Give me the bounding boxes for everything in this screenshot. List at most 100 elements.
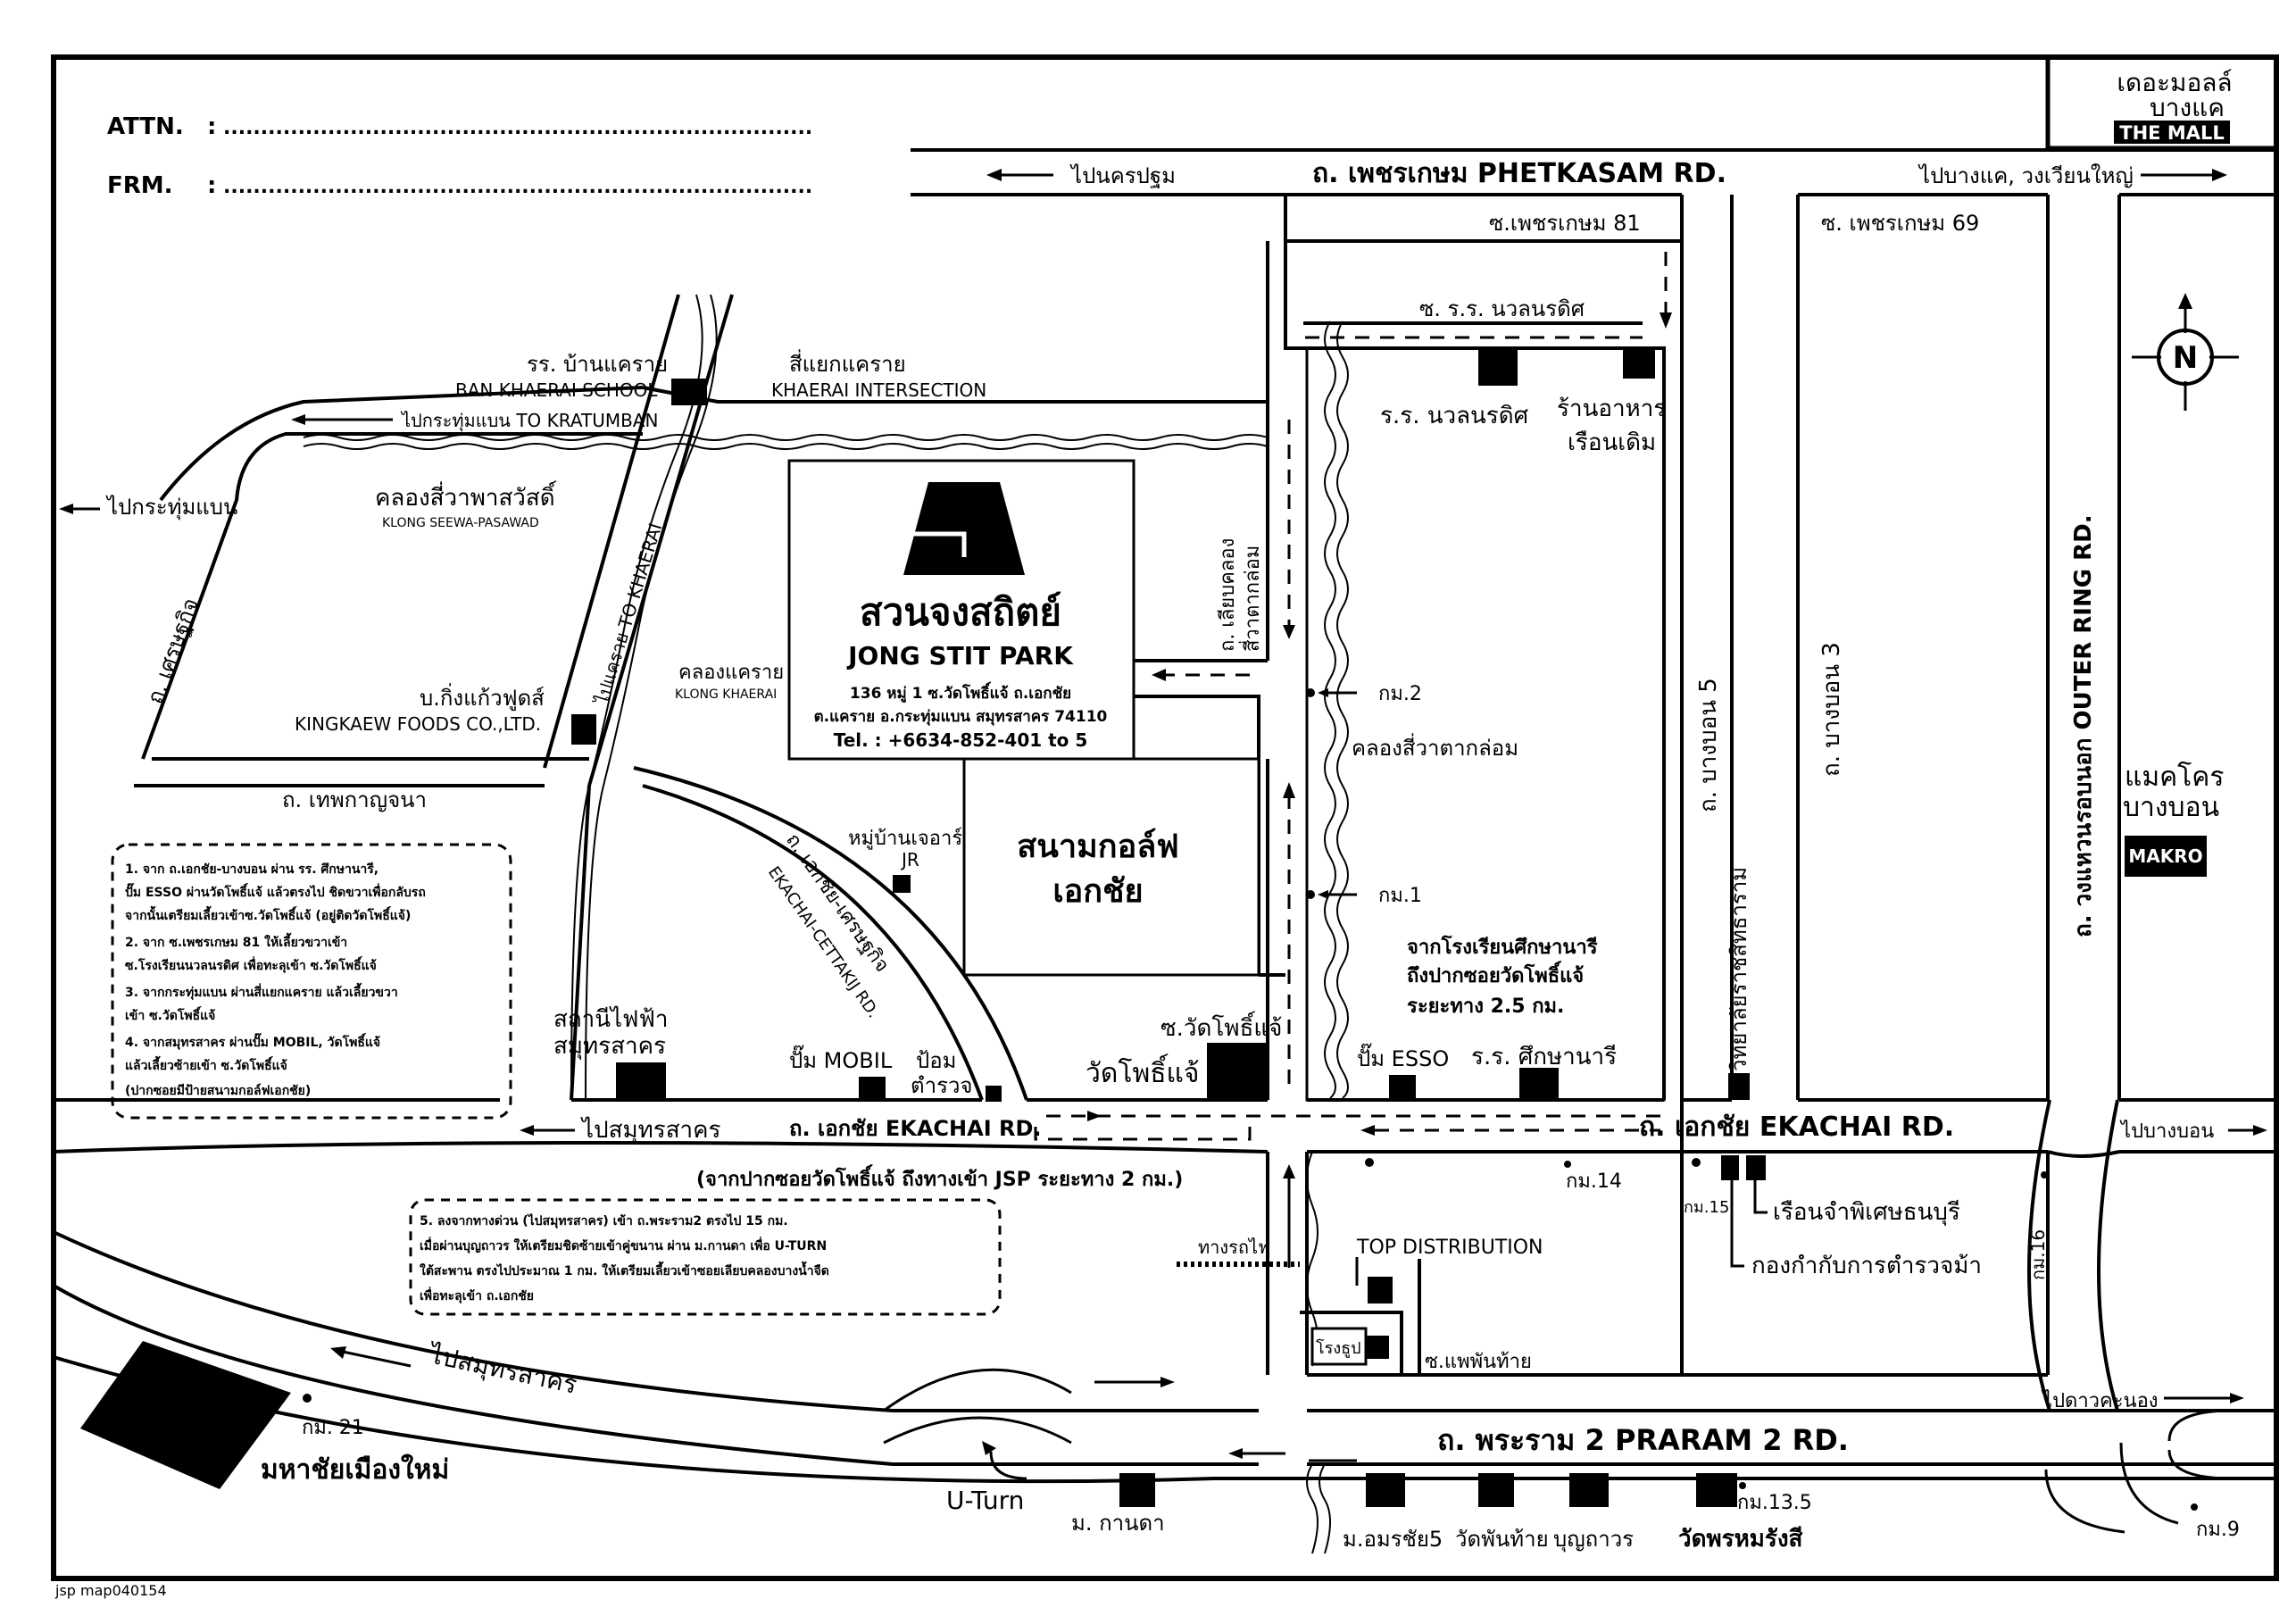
klong-seewa-en: KLONG SEEWA-PASAWAD — [382, 516, 539, 530]
bangbon3-label: ถ. บางบอน 3 — [1818, 642, 1845, 777]
top-distribution: TOP DISTRIBUTION — [1356, 1237, 1543, 1259]
golf-label-2: เอกชัย — [1052, 873, 1143, 910]
incense-marker — [1366, 1336, 1389, 1359]
direction-line-1: ปั๊ม ESSO ผ่านวัดโพธิ์แจ้ แล้วตรงไป ชิดข… — [125, 882, 426, 900]
to-kratumban-left: ไปกระทุ่มแบน — [105, 495, 237, 521]
direction-line-6: เข้า ซ.วัดโพธิ์แจ้ — [125, 1005, 215, 1023]
directions-box-2: 5. ลงจากทางด่วน (ไปสมุทรสาคร) เข้า ถ.พระ… — [409, 1198, 1002, 1316]
park-name-th: สวนจงสถิตย์ — [860, 590, 1061, 634]
km14: กม.14 — [1566, 1170, 1622, 1193]
police-box-2: ตำรวจ — [911, 1073, 973, 1098]
map-frame — [51, 54, 2279, 1581]
klong-seewatak: คลองสี่วาตากล่อม — [1352, 733, 1518, 761]
golf-course: สนามกอล์ฟ เอกชัย — [962, 695, 1285, 977]
thepkanchana-road: ถ. เทพกาญจนา — [134, 757, 589, 812]
jong-stit-park: สวนจงสถิตย์ JONG STIT PARK 136 หมู่ 1 ซ.… — [787, 459, 1250, 761]
to-bangbon: ไปบางบอน — [2119, 1120, 2214, 1143]
to-daokhanong: ไปดาวคะนอง — [2041, 1389, 2159, 1412]
attn-colon: : — [207, 113, 216, 140]
direction-line-2: จากนั้นเตรียมเลี้ยวเข้าซ.วัดโพธิ์แจ้ (อย… — [125, 905, 411, 923]
park-tel: Tel. : +6634-852-401 to 5 — [834, 729, 1088, 751]
along-canal-label: ถ. เลียบคลอง — [1217, 538, 1239, 652]
school-suksa: ร.ร. ศึกษานารี — [1471, 1044, 1617, 1070]
park-name-en: JONG STIT PARK — [846, 641, 1074, 670]
ekachai-road: ถ. เอกชัย EKACHAI RD. ถ. เอกชัย EKACHAI … — [53, 1098, 2276, 1377]
wat-phrom-marker — [1696, 1473, 1737, 1507]
intersection-en: KHAERAI INTERSECTION — [771, 379, 986, 401]
power-station-2: สมุทรสาคร — [553, 1033, 666, 1060]
incense-factory: โรงธูป — [1316, 1338, 1361, 1358]
direction-line-4: ซ.โรงเรียนนวลนรดิศ เพื่อทะลุเข้า ซ.วัดโพ… — [125, 955, 377, 973]
frm-dots: ........................................… — [223, 176, 812, 198]
kingkaew-marker — [571, 714, 596, 745]
compass: N — [2132, 293, 2239, 411]
top-marker — [1368, 1277, 1393, 1303]
distance-2: ถึงปากซอยวัดโพธิ์แจ้ — [1407, 961, 1584, 987]
village-jr-en: JR — [900, 849, 919, 870]
direction2-line-0: 5. ลงจากทางด่วน (ไปสมุทรสาคร) เข้า ถ.พระ… — [420, 1212, 788, 1228]
ekachai-label: ถ. เอกชัย EKACHAI RD. — [789, 1116, 1042, 1141]
pump-mobil: ปั๊ม MOBIL — [789, 1045, 893, 1073]
setthakit-label: ถ. เศรษฐกิจ — [142, 595, 204, 707]
distance-3: ระยะทาง 2.5 กม. — [1407, 995, 1564, 1018]
wat-phodhijae-label: วัดโพธิ์แจ้ — [1086, 1054, 1199, 1089]
school-nawal: ร.ร. นวลนรดิศ — [1380, 403, 1529, 429]
to-bangkhae: ไปบางแค, วงเวียนใหญ่ — [1917, 163, 2134, 188]
soi-wat-phodhijae: ซ.วัดโพธิ์แจ้ วัดโพธิ์แจ้ — [1086, 759, 1295, 1100]
uturn-label: U-Turn — [946, 1486, 1024, 1515]
klong-seewa-th: คลองสี่วาพาสวัสดิ์ — [375, 480, 557, 512]
direction-line-0: 1. จาก ถ.เอกชัย-บางบอน ผ่าน รร. ศึกษานาร… — [125, 862, 379, 877]
soi-nawal-label: ซ. ร.ร. นวลนรดิศ — [1419, 296, 1585, 321]
restaurant-1: ร้านอาหาร — [1557, 396, 1666, 422]
school-suksa-marker — [1519, 1068, 1559, 1100]
along-canal-label2: สี่วาตากล่อม — [1238, 545, 1264, 652]
pump-esso-marker — [1389, 1075, 1416, 1100]
school-nawal-marker — [1478, 350, 1518, 386]
phetkasem-label: ถ. เพชรเกษม PHETKASAM RD. — [1312, 158, 1726, 189]
to-nakhonpathom: ไปนครปฐม — [1069, 163, 1176, 188]
kanda-label: ม. กานดา — [1071, 1511, 1165, 1536]
outer-ring-label: ถ. วงแหวนรอบนอก OUTER RING RD. — [2070, 514, 2097, 937]
prison-label: เรือนจำพิเศษธนบุรี — [1773, 1199, 1960, 1226]
prison-marker-2 — [1746, 1155, 1766, 1180]
klong-khaerai-en: KLONG KHAERAI — [675, 687, 777, 702]
makro-th-2: บางบอน — [2123, 792, 2219, 823]
school-block: ร.ร. นวลนรดิศ ร้านอาหาร เรือนเดิม กม.2 ก… — [1305, 346, 1751, 1102]
restaurant-marker — [1623, 350, 1655, 379]
footer-code: jsp map040154 — [54, 1582, 167, 1599]
top-distribution-block: กม.14 TOP DISTRIBUTION ทางรถไฟ โรงธูป ซ.… — [1177, 1152, 1622, 1375]
village-jr-th: หมู่บ้านเจอาร์ — [848, 828, 962, 850]
klong-khaerai-th: คลองแคราย — [678, 662, 784, 684]
soi-69-label: ซ. เพชรเกษม 69 — [1821, 211, 1979, 236]
makro-en: MAKRO — [2128, 845, 2202, 867]
along-canal-road: ถ. เลียบคลอง สี่วาตากล่อม — [1134, 402, 1295, 662]
bunthawon-marker — [1569, 1473, 1609, 1507]
direction2-line-3: เพื่อทะลุเข้า ถ.เอกชัย — [420, 1287, 534, 1303]
direction-line-5: 3. จากกระทุ่มแบน ผ่านสี่แยกแคราย แล้วเลี… — [125, 982, 398, 1000]
direction-line-7: 4. จากสมุทรสาคร ผ่านปั๊ม MOBIL, วัดโพธิ์… — [125, 1032, 380, 1050]
golf-label-1: สนามกอล์ฟ — [1017, 828, 1179, 865]
school-khaerai-marker — [671, 379, 707, 405]
to-samutsakhon: ไปสมุทรสาคร — [580, 1116, 721, 1144]
makro-th-1: แมคโคร — [2125, 761, 2224, 793]
amornchai-marker — [1366, 1473, 1405, 1507]
wat-phrom-label: วัดพรหมรังสี — [1678, 1526, 1803, 1553]
attn-label: ATTN. — [107, 113, 184, 140]
frm-label: FRM. — [107, 172, 173, 199]
the-mall-box: เดอะมอลล์ บางแค THE MALL — [2045, 57, 2276, 151]
kingkaew-en: KINGKAEW FOODS CO.,LTD. — [295, 713, 541, 735]
directions-box-1: 1. จาก ถ.เอกชัย-บางบอน ผ่าน รร. ศึกษานาร… — [111, 843, 512, 1120]
bunthawon-label: บุญถาวร — [1553, 1527, 1634, 1553]
km15: กม.15 — [1684, 1198, 1729, 1217]
direction-line-9: (ปากซอยมีป้ายสนามกอล์ฟเอกชัย) — [125, 1083, 311, 1098]
km9: กม.9 — [2196, 1519, 2240, 1541]
outer-ring-road: ถ. วงแหวนรอบนอก OUTER RING RD. N แมคโคร … — [2070, 195, 2239, 1100]
km13-5: กม.13.5 — [1737, 1492, 1812, 1514]
km1: กม.1 — [1378, 885, 1422, 907]
soi-wat-phodhijae-label: ซ.วัดโพธิ์แจ้ — [1160, 1011, 1282, 1042]
college-label: วิทยาลัยราชสิทธาราม — [1726, 867, 1751, 1072]
distance-1: จากโรงเรียนศึกษานารี — [1407, 935, 1598, 959]
compass-n: N — [2173, 340, 2198, 376]
direction-line-8: แล้วเลี้ยวซ้ายเข้า ซ.วัดโพธิ์แจ้ — [125, 1055, 287, 1073]
